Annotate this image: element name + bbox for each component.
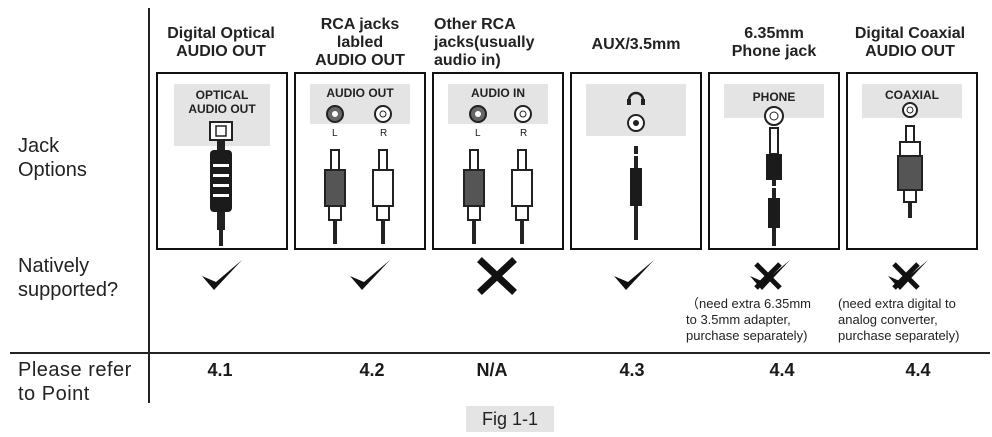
rca-cables-icon bbox=[463, 105, 533, 244]
ref-point-phone: 4.4 bbox=[769, 360, 795, 380]
panel-label-optical: OPTICAL AUDIO OUT bbox=[188, 88, 256, 116]
rca-cables-icon bbox=[324, 105, 394, 244]
checkmark-icon bbox=[614, 260, 654, 290]
ref-point-rca-in: N/A bbox=[476, 360, 508, 380]
coaxial-connector-icon bbox=[897, 102, 923, 218]
jack-panel-phone: PHONE bbox=[708, 72, 840, 250]
panel-label-coaxial: COAXIAL bbox=[885, 88, 939, 102]
figure-caption: Fig 1-1 bbox=[466, 406, 554, 432]
jack-label-right: R bbox=[520, 128, 528, 139]
panel-label-phone: PHONE bbox=[752, 90, 796, 104]
jack-panel-optical: OPTICAL AUDIO OUT bbox=[156, 72, 288, 250]
column-heading-optical: Digital Optical AUDIO OUT bbox=[167, 25, 275, 60]
column-heading-rca-in: Other RCA jacks(usually audio in) bbox=[434, 16, 535, 69]
jack-panel-aux bbox=[570, 72, 702, 250]
jack-label-left: L bbox=[332, 128, 338, 139]
phone-adapter-icon bbox=[764, 106, 784, 246]
optical-connector-icon bbox=[209, 121, 233, 246]
checkmark-icon bbox=[202, 260, 242, 290]
ref-point-optical: 4.1 bbox=[207, 360, 233, 380]
column-heading-phone: 6.35mm Phone jack bbox=[731, 25, 817, 60]
ref-point-aux: 4.3 bbox=[619, 360, 645, 380]
row-label-natively-supported: Natively supported? bbox=[18, 255, 119, 301]
checkmark-icon bbox=[350, 260, 390, 290]
jack-panel-rca-out: AUDIO OUT L R bbox=[294, 72, 426, 250]
jack-label-left: L bbox=[475, 128, 481, 139]
ref-point-coaxial: 4.4 bbox=[905, 360, 931, 380]
row-label-refer: Please refer to Point bbox=[18, 359, 132, 405]
column-heading-aux: AUX/3.5mm bbox=[591, 36, 681, 53]
note-coaxial-converter: (need extra digital to analog converter,… bbox=[838, 296, 960, 343]
ref-point-rca-out: 4.2 bbox=[359, 360, 385, 380]
check-cross-icon bbox=[888, 260, 928, 290]
column-heading-coaxial: Digital Coaxial AUDIO OUT bbox=[854, 25, 966, 60]
jack-panel-coaxial: COAXIAL bbox=[846, 72, 978, 250]
horizontal-divider bbox=[10, 352, 990, 354]
panel-label-rca-out: AUDIO OUT bbox=[326, 86, 394, 100]
jack-label-right: R bbox=[380, 128, 388, 139]
check-cross-icon bbox=[750, 260, 790, 290]
panel-label-rca-in: AUDIO IN bbox=[471, 86, 525, 100]
vertical-divider bbox=[148, 8, 150, 403]
headphones-icon bbox=[627, 91, 645, 105]
jack-panel-rca-in: AUDIO IN L R bbox=[432, 72, 564, 250]
aux-connector-icon bbox=[627, 91, 645, 240]
note-phone-adapter: （need extra 6.35mm to 3.5mm adapter, pur… bbox=[686, 296, 812, 343]
column-heading-rca-out: RCA jacks labled AUDIO OUT bbox=[315, 16, 405, 69]
cross-icon bbox=[477, 257, 517, 295]
row-label-jack-options: Jack Options bbox=[18, 135, 87, 181]
